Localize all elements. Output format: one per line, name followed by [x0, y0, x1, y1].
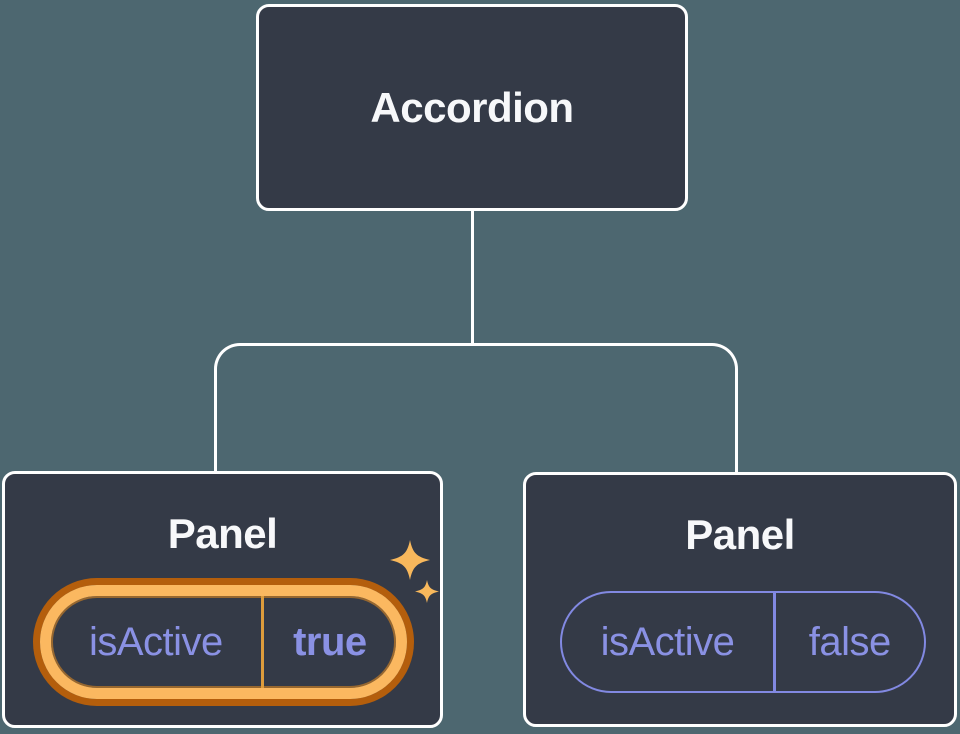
connector-branch [214, 343, 738, 472]
state-pill-inactive: isActive false [560, 591, 926, 693]
state-key-label: isActive [600, 619, 735, 664]
node-accordion: Accordion [256, 4, 688, 211]
state-key-label: isActive [88, 619, 223, 664]
state-value-label: false [808, 619, 892, 664]
state-pill-active: isActive true [40, 585, 407, 699]
pill-divider [773, 593, 776, 691]
state-key-cell: isActive [51, 596, 261, 688]
panel-label: Panel [167, 510, 278, 557]
node-panel-inactive: Panel isActive false [523, 472, 957, 727]
state-value-cell: true [264, 596, 396, 688]
state-value-cell: false [776, 593, 924, 691]
pill-divider [260, 596, 264, 688]
sparkles-icon [390, 540, 439, 603]
state-key-cell: isActive [562, 593, 773, 691]
connector-root-stub [471, 209, 474, 346]
node-panel-active: Panel isActive true [2, 471, 443, 728]
panel-label: Panel [685, 511, 795, 558]
state-value-label: true [293, 619, 367, 664]
accordion-label: Accordion [370, 83, 574, 131]
